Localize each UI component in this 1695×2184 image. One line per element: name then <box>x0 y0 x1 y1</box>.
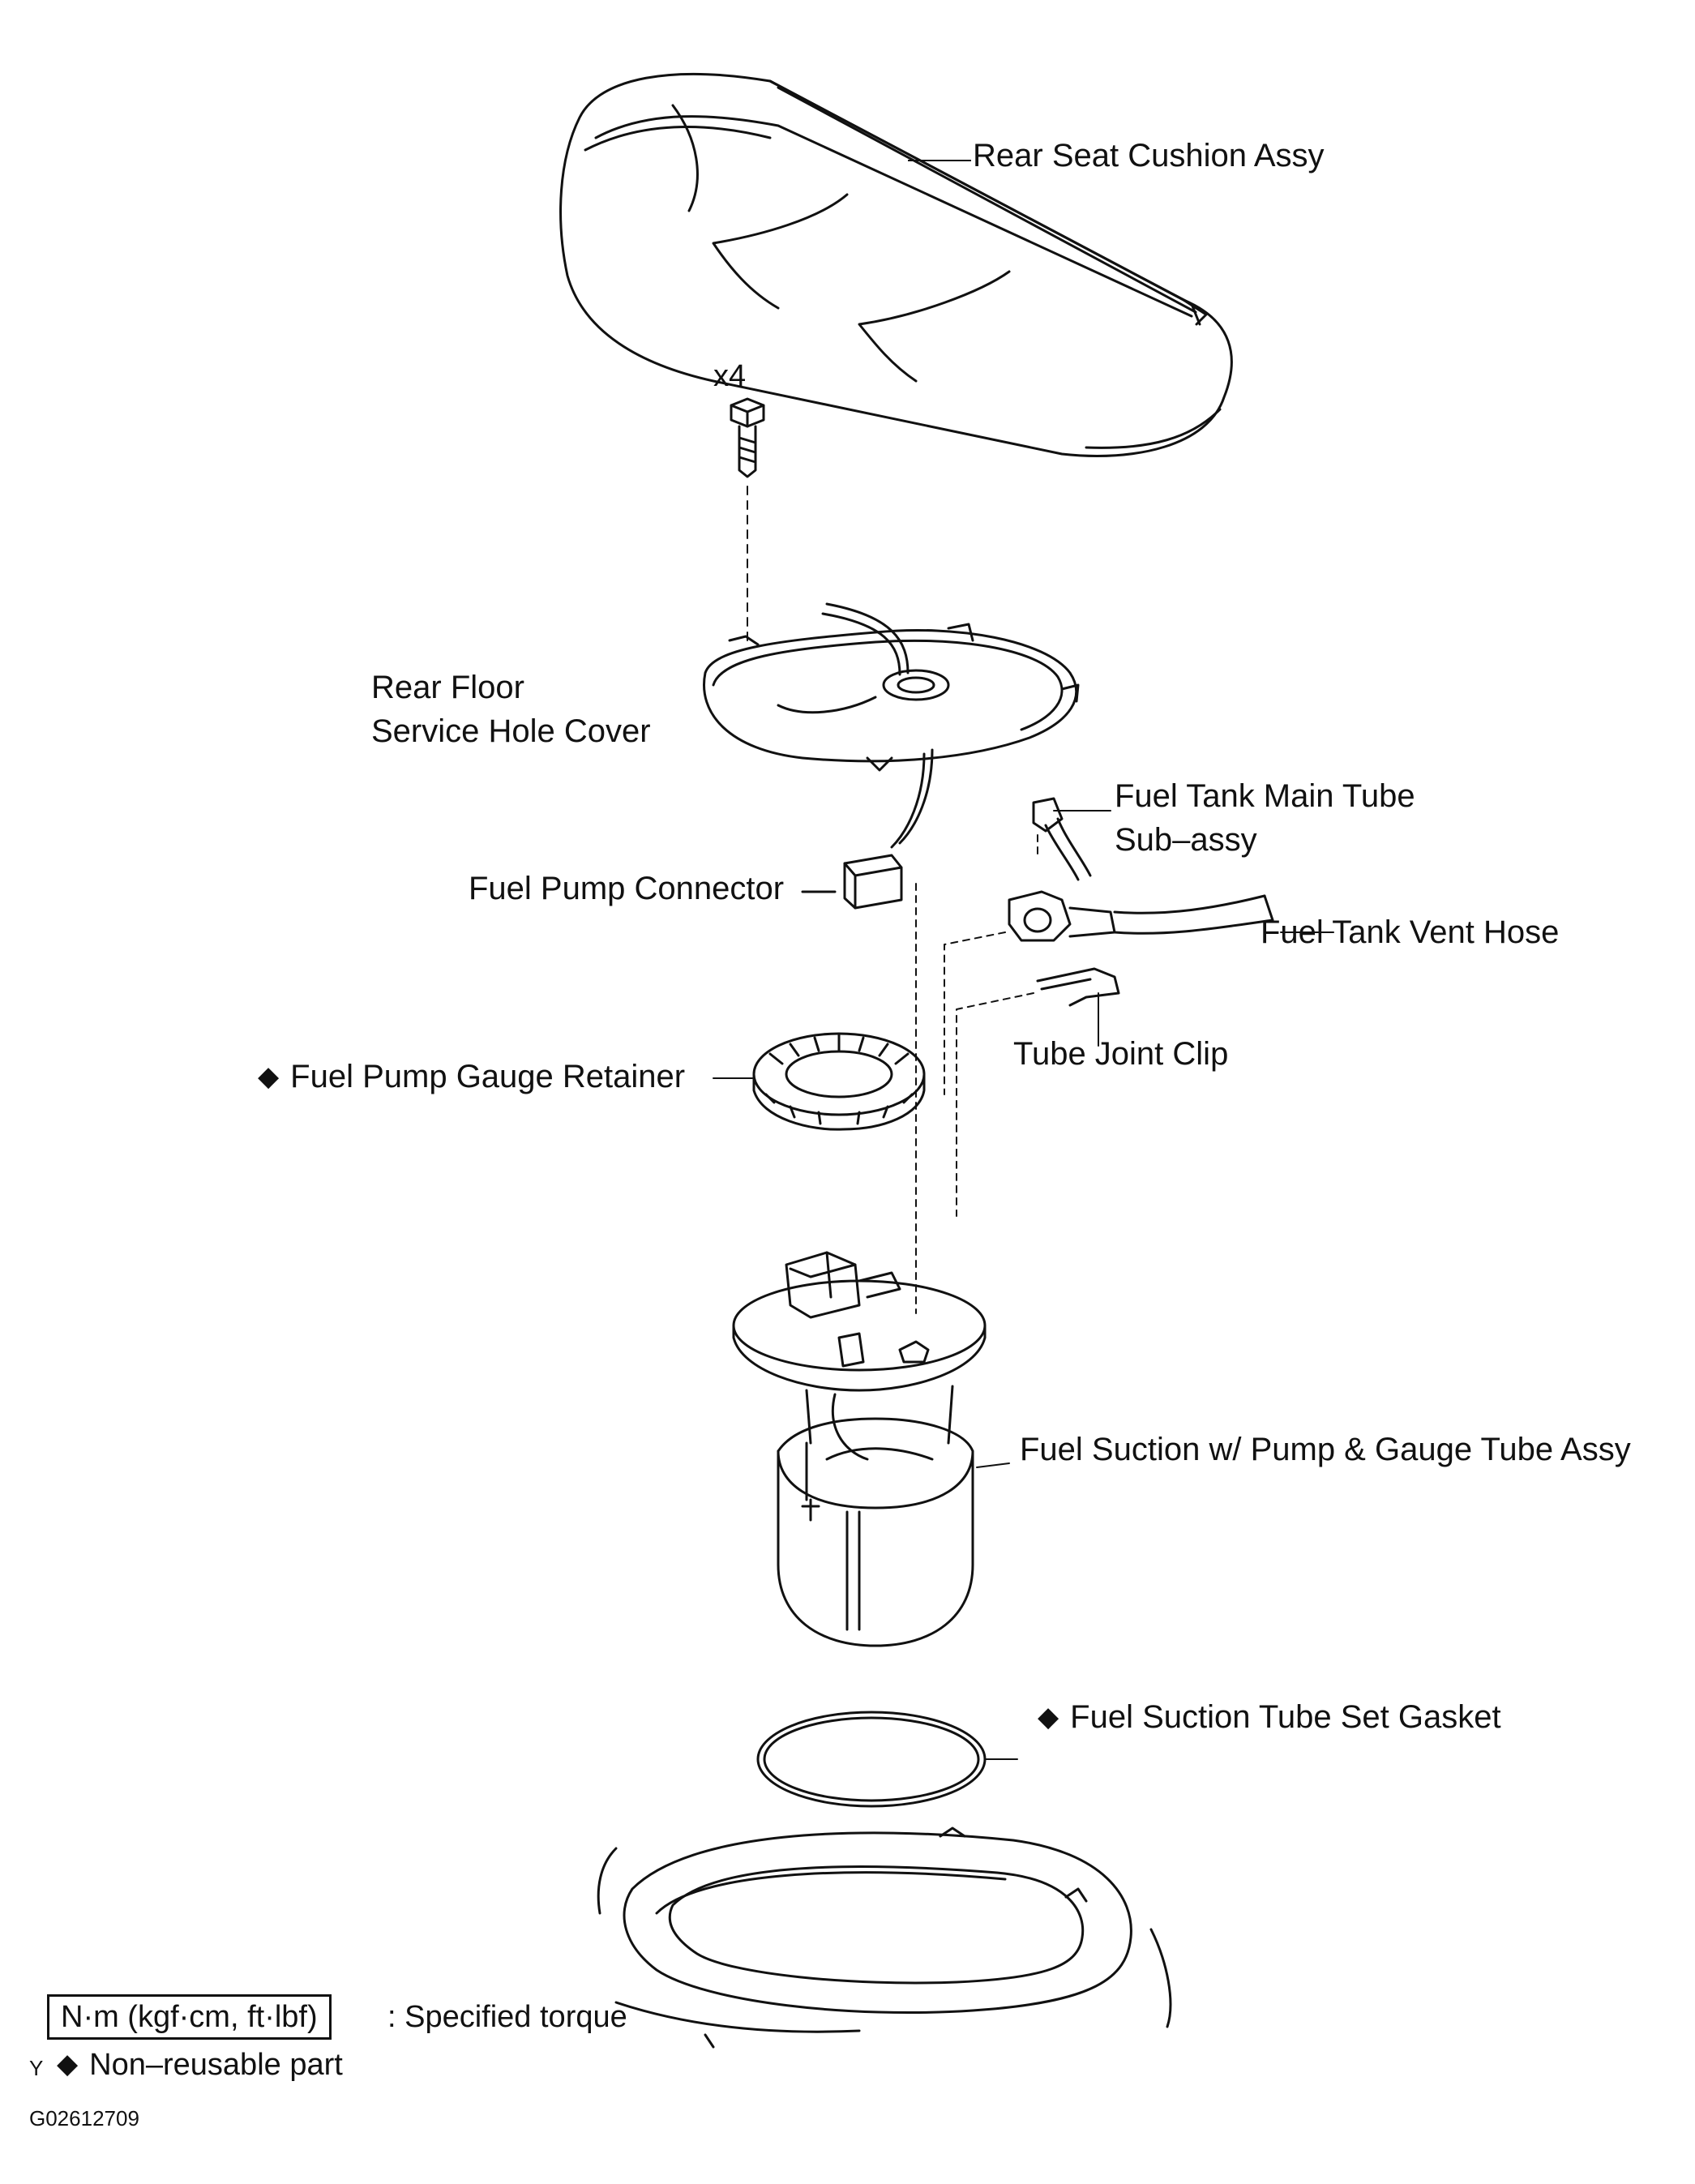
diamond-icon: ◆ <box>258 1061 280 1092</box>
corner-mark: Y <box>29 2056 44 2080</box>
label-bolt-qty: x4 <box>713 359 747 393</box>
diamond-icon: ◆ <box>57 2049 79 2079</box>
legend-nonreusable: ◆Non–reusable part <box>57 2048 343 2082</box>
tube-joint-clip-drawing <box>956 967 1120 1217</box>
label-gauge-retainer: ◆Fuel Pump Gauge Retainer <box>258 1059 686 1094</box>
label-set-gasket: ◆Fuel Suction Tube Set Gasket <box>1038 1699 1501 1735</box>
label-rear-seat-cushion: Rear Seat Cushion Assy <box>973 138 1325 173</box>
rear-seat-cushion-drawing <box>559 72 1233 457</box>
label-service-hole-cover-1: Rear Floor <box>371 670 524 705</box>
fuel-tank-opening-drawing <box>597 1826 1172 2049</box>
label-vent-hose: Fuel Tank Vent Hose <box>1261 914 1560 950</box>
label-tube-joint-clip: Tube Joint Clip <box>1013 1036 1229 1072</box>
diamond-icon: ◆ <box>1038 1702 1059 1732</box>
label-fuel-pump-connector: Fuel Pump Connector <box>469 871 785 906</box>
legend-torque-box: N·m (kgf·cm, ft·lbf) <box>47 1994 332 2040</box>
vent-hose-drawing <box>915 883 1334 1314</box>
gauge-retainer-drawing <box>713 1032 926 1131</box>
leader-rear-seat-cushion <box>908 160 971 161</box>
service-hole-cover-drawing <box>703 602 1080 849</box>
main-tube-drawing <box>1032 797 1111 881</box>
figure-id: G02612709 <box>29 2106 139 2130</box>
fuel-suction-assy-drawing <box>732 1251 1010 1647</box>
set-gasket-drawing <box>756 1711 1018 1808</box>
bolt-drawing <box>730 397 765 641</box>
label-suction-assy: Fuel Suction w/ Pump & Gauge Tube Assy <box>1020 1432 1631 1467</box>
legend-torque-text: : Specified torque <box>387 2000 627 2034</box>
label-main-tube-2: Sub–assy <box>1115 822 1257 858</box>
fuel-pump-connector-drawing <box>801 854 903 910</box>
label-service-hole-cover-2: Service Hole Cover <box>371 713 651 749</box>
label-main-tube-1: Fuel Tank Main Tube <box>1115 778 1415 814</box>
